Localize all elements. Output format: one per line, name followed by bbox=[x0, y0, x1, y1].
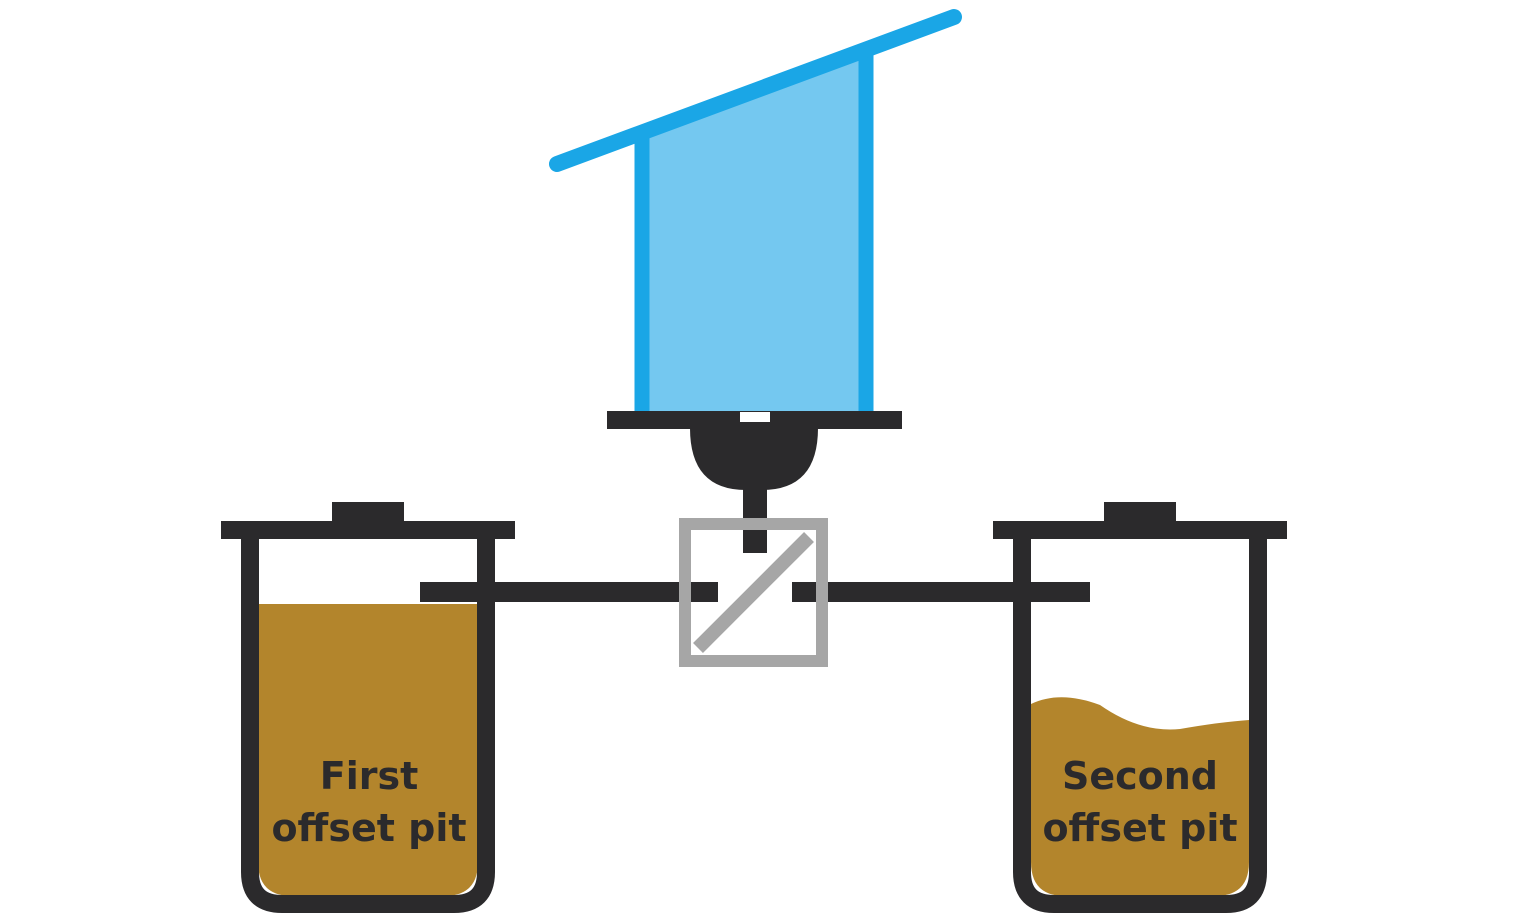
first-offset-pit: First offset pit bbox=[221, 502, 515, 913]
second-pit-label-line1: Second bbox=[1062, 754, 1218, 798]
first-pit-wall bbox=[241, 536, 495, 913]
second-pit-wall bbox=[1013, 536, 1267, 913]
second-offset-pit: Second offset pit bbox=[993, 502, 1287, 913]
second-pit-cover-lid bbox=[1104, 502, 1176, 526]
toilet-slab-and-pan bbox=[607, 411, 902, 553]
superstructure bbox=[549, 9, 962, 412]
superstructure-roof bbox=[549, 9, 962, 172]
first-pit-label-line2: offset pit bbox=[271, 806, 466, 850]
pan-opening bbox=[740, 412, 770, 422]
superstructure-wall-fill bbox=[642, 55, 866, 412]
first-pit-label-line1: First bbox=[320, 754, 419, 798]
second-pit-cover bbox=[993, 521, 1287, 539]
pipe-to-first-pit bbox=[420, 582, 718, 602]
junction-chamber bbox=[679, 518, 828, 667]
junction-diverter bbox=[693, 532, 814, 653]
first-pit-sludge bbox=[258, 604, 478, 896]
pan-bowl bbox=[690, 428, 818, 490]
first-pit-cover bbox=[221, 521, 515, 539]
first-pit-cover-lid bbox=[332, 502, 404, 526]
second-pit-label-line2: offset pit bbox=[1042, 806, 1237, 850]
pipe-to-second-pit bbox=[792, 582, 1090, 602]
second-pit-sludge bbox=[1031, 697, 1249, 896]
junction-box bbox=[679, 518, 828, 667]
